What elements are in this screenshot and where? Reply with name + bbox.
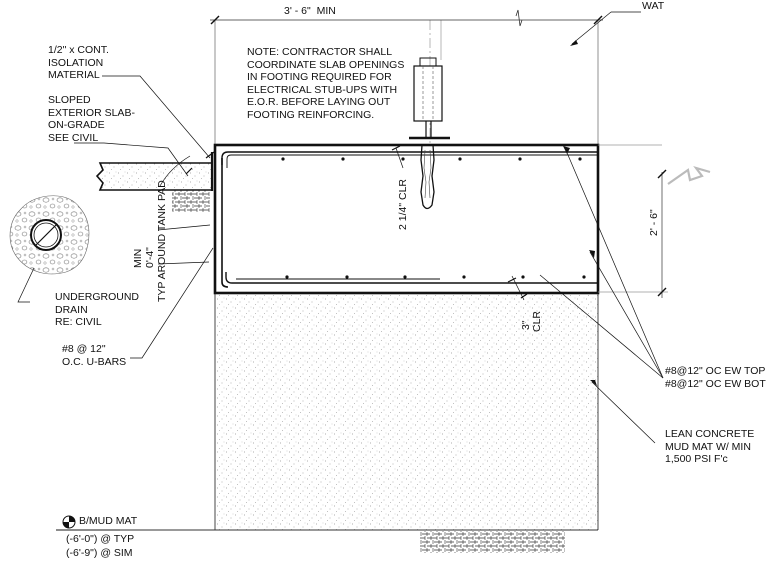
lean-concrete-callout: LEAN CONCRETE MUD MAT W/ MIN 1,500 PSI F… — [665, 428, 754, 466]
depth-tick-top — [657, 169, 667, 179]
bottom-clearance-clr: CLR — [531, 310, 543, 332]
note-line-5: E.O.R. BEFORE LAYING OUT — [247, 96, 391, 108]
concrete-footing — [213, 143, 600, 295]
isolation-line-1: 1/2" x CONT. — [48, 44, 109, 56]
earth-hatch-bottom — [420, 531, 565, 553]
ubar-callout: #8 @ 12" O.C. U-BARS — [62, 343, 126, 368]
min-dimension: 0'-4" — [144, 247, 156, 268]
rebar-dots-bottom — [285, 275, 586, 279]
sloped-slab-callout: SLOPED EXTERIOR SLAB- ON-GRADE SEE CIVIL — [48, 94, 135, 144]
mud-mat-typ: (-6'-0") @ TYP — [66, 533, 135, 545]
lean-concrete-mud-mat — [215, 292, 598, 530]
slab-line-1: SLOPED — [48, 94, 91, 106]
lean-line-2: MUD MAT W/ MIN — [665, 440, 751, 453]
drain-line-1: UNDERGROUND — [55, 291, 139, 303]
cutoff-label-fragment — [667, 166, 711, 185]
electrical-box-top — [419, 57, 437, 66]
top-clearance-label: 2 1/4" CLR — [397, 178, 409, 230]
rebar-dots-top — [281, 157, 582, 161]
stub-up-conduit — [420, 144, 435, 210]
rebar-callout: #8@12" OC EW TOP #8@12" OC EW BOT — [665, 365, 766, 390]
break-mark — [515, 9, 523, 27]
general-note: NOTE: CONTRACTOR SHALL COORDINATE SLAB O… — [247, 46, 404, 121]
leader-arrowheads — [563, 40, 597, 386]
drain-line-3: RE: CIVIL — [55, 316, 102, 328]
ubar-line-2: O.C. U-BARS — [62, 355, 127, 368]
leader-ticks — [185, 145, 528, 299]
wall-label-fragment: WAT — [642, 0, 665, 12]
earth-hatch-slab — [172, 190, 210, 212]
note-line-2: COORDINATE SLAB OPENINGS — [247, 58, 405, 71]
lean-line-1: LEAN CONCRETE — [665, 428, 755, 440]
drain-line-2: DRAIN — [55, 303, 88, 316]
isolation-callout: 1/2" x CONT. ISOLATION MATERIAL — [48, 44, 109, 82]
mud-mat-sim: (-6'-9") @ SIM — [66, 547, 133, 559]
ubar-line-1: #8 @ 12" — [62, 343, 106, 355]
bottom-mat-rebar — [225, 272, 598, 284]
leader-lines — [17, 11, 664, 531]
slab-line-4: SEE CIVIL — [48, 131, 99, 144]
exterior-slab — [95, 162, 213, 191]
tank-pad-label: TYP AROUND TANK PAD — [156, 180, 168, 302]
slab-line-2: EXTERIOR SLAB- — [48, 106, 135, 119]
electrical-box — [413, 65, 443, 122]
top-dimension-label: 3' - 6" MIN — [284, 5, 336, 17]
top-dimension-tick-right — [593, 15, 603, 25]
note-line-6: FOOTING REINFORCING. — [247, 108, 375, 121]
depth-dimension-label: 2' - 6" — [648, 209, 660, 236]
bottom-bars-label: #8@12" OC EW BOT — [665, 377, 766, 390]
note-line-4: ELECTRICAL STUB-UPS WITH — [247, 83, 398, 96]
top-mat-rebar — [221, 151, 598, 165]
elevation-marker — [62, 515, 76, 529]
top-bars-label: #8@12" OC EW TOP — [665, 365, 766, 377]
u-bar — [221, 158, 229, 288]
top-mat-rebar-2 — [226, 154, 598, 168]
top-dimension-tick-left — [210, 15, 220, 25]
drain-callout: UNDERGROUND DRAIN RE: CIVIL — [55, 291, 139, 329]
note-line-3: IN FOOTING REQUIRED FOR — [247, 71, 392, 83]
slab-line-3: ON-GRADE — [48, 119, 105, 131]
lean-line-3: 1,500 PSI F'c — [665, 453, 728, 465]
isolation-line-2: ISOLATION — [48, 56, 104, 69]
depth-tick-bottom — [657, 287, 667, 297]
note-line-1: NOTE: CONTRACTOR SHALL — [247, 46, 393, 58]
min-label: MIN — [132, 248, 144, 268]
mud-mat-title: B/MUD MAT — [79, 515, 138, 527]
isolation-line-3: MATERIAL — [48, 69, 100, 81]
